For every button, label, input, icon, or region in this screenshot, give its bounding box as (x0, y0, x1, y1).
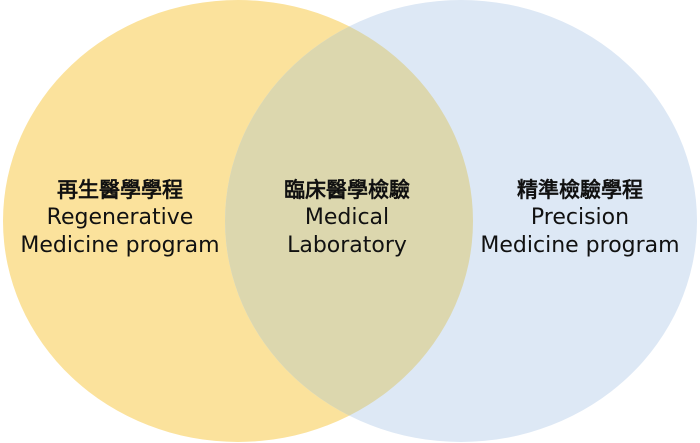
center-title-zh: 臨床醫學檢驗 (284, 178, 410, 202)
right-title-en-2: Medicine program (480, 233, 680, 258)
right-title-zh: 精準檢驗學程 (517, 178, 643, 202)
left-label: 再生醫學學程 Regenerative Medicine program (0, 176, 240, 260)
right-title-en-1: Precision (530, 205, 630, 230)
center-label: 臨床醫學檢驗 Medical Laboratory (227, 176, 467, 260)
left-title-en-2: Medicine program (20, 233, 220, 258)
overlap-region (225, 0, 473, 442)
center-title-en-1: Medical (304, 205, 390, 230)
right-label: 精準檢驗學程 Precision Medicine program (460, 176, 700, 260)
left-title-en-1: Regenerative (46, 205, 194, 230)
left-title-zh: 再生醫學學程 (57, 178, 183, 202)
center-title-en-2: Laboratory (287, 233, 407, 258)
